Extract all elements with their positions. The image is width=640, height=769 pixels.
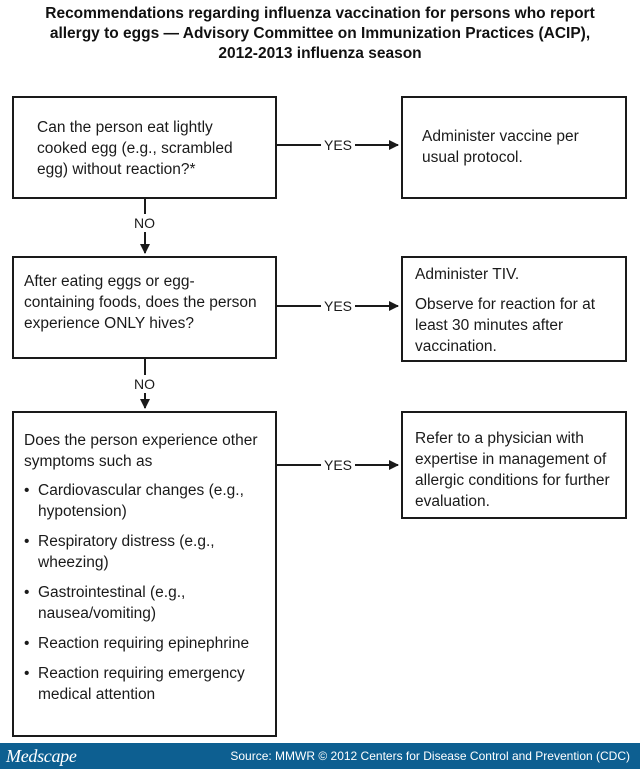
- question-box-only-hives: After eating eggs or egg-containing food…: [12, 256, 277, 359]
- symptom-text: Gastrointestinal (e.g., nausea/vomiting): [38, 584, 186, 622]
- title-line-3: 2012-2013 influenza season: [218, 45, 422, 62]
- action-box-usual-protocol: Administer vaccine per usual protocol.: [401, 96, 627, 199]
- symptom-item: • Respiratory distress (e.g., wheezing): [24, 531, 265, 573]
- diagram-title: Recommendations regarding influenza vacc…: [0, 4, 640, 64]
- question-box-other-symptoms: Does the person experience other symptom…: [12, 411, 277, 737]
- action-3-text: Refer to a physician with expertise in m…: [415, 430, 610, 510]
- title-line-1: Recommendations regarding influenza vacc…: [45, 5, 595, 22]
- bullet-icon: •: [24, 635, 30, 652]
- action-2-line-1: Administer TIV.: [415, 266, 520, 283]
- bullet-icon: •: [24, 482, 30, 499]
- action-1-text: Administer vaccine per usual protocol.: [422, 128, 579, 166]
- question-2-text: After eating eggs or egg-containing food…: [24, 273, 257, 332]
- title-line-2: allergy to eggs — Advisory Committee on …: [49, 25, 591, 42]
- symptom-text: Cardiovascular changes (e.g., hypotensio…: [38, 482, 244, 520]
- no-label-2: NO: [133, 375, 156, 393]
- no-label-1: NO: [133, 214, 156, 232]
- action-2-line-2: Observe for reaction for at least 30 min…: [415, 296, 596, 355]
- bullet-icon: •: [24, 533, 30, 550]
- symptom-item: • Cardiovascular changes (e.g., hypotensi…: [24, 480, 265, 522]
- source-credit: Source: MMWR © 2012 Centers for Disease …: [230, 749, 630, 763]
- symptom-item: • Gastrointestinal (e.g., nausea/vomiting…: [24, 582, 265, 624]
- symptom-text: Reaction requiring epinephrine: [38, 635, 250, 652]
- medscape-logo: Medscape: [6, 746, 77, 766]
- question-box-egg-tolerance: Can the person eat lightly cooked egg (e…: [12, 96, 277, 199]
- action-box-refer-physician: Refer to a physician with expertise in m…: [401, 411, 627, 519]
- footer-bar: Medscape Source: MMWR © 2012 Centers for…: [0, 743, 640, 769]
- symptom-text: Respiratory distress (e.g., wheezing): [38, 533, 215, 571]
- question-1-text: Can the person eat lightly cooked egg (e…: [37, 119, 233, 178]
- yes-label-2: YES: [321, 298, 356, 314]
- yes-label-3: YES: [321, 457, 356, 473]
- symptom-text: Reaction requiring emergency medical att…: [38, 665, 245, 703]
- bullet-icon: •: [24, 665, 30, 682]
- symptom-item: • Reaction requiring epinephrine: [24, 633, 265, 654]
- question-3-intro: Does the person experience other symptom…: [24, 432, 258, 470]
- symptom-list: • Cardiovascular changes (e.g., hypotensi…: [24, 480, 265, 705]
- bullet-icon: •: [24, 584, 30, 601]
- yes-label-1: YES: [321, 137, 356, 153]
- action-box-administer-tiv: Administer TIV. Observe for reaction for…: [401, 256, 627, 362]
- symptom-item: • Reaction requiring emergency medical at…: [24, 663, 265, 705]
